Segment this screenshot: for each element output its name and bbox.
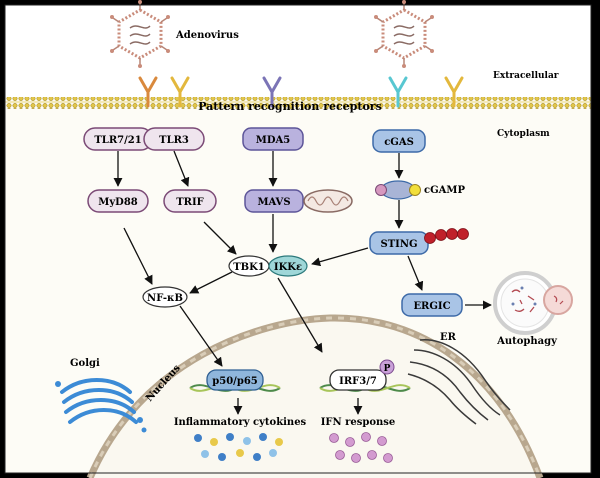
cgas-box [372, 129, 426, 153]
arrows [113, 150, 492, 415]
arrow-tbk1-nfkb [189, 271, 233, 294]
myd88-box [87, 189, 149, 213]
ikke-label: IKKε [274, 262, 302, 273]
ifn-dots-icon [329, 432, 393, 463]
myd88-label: MyD88 [98, 197, 138, 208]
autophagy-label: Autophagy [496, 336, 558, 347]
irf37-label: IRF3/7 [339, 376, 377, 387]
cgamp-molecule [375, 180, 421, 200]
golgi-icon [55, 378, 147, 433]
sting-label: STING [380, 239, 417, 250]
phospho-label: P [384, 364, 391, 374]
ikke-node [268, 255, 308, 277]
er-icon [407, 339, 511, 425]
arrow-sting-ergic [407, 255, 424, 291]
arrow-tlr3-trif [173, 150, 190, 187]
arrow-trif-tbk1 [203, 221, 237, 255]
arrow-tbk1-irf37 [277, 277, 323, 353]
tbk1-label: TBK1 [233, 262, 265, 273]
ergic-box [401, 293, 463, 317]
nucleus-envelope [86, 314, 544, 478]
cytokine-dots-icon [194, 433, 283, 461]
nfkb-node [142, 286, 188, 308]
mavs-box [244, 189, 304, 213]
golgi-label: Golgi [70, 358, 100, 369]
adenovirus-label: Adenovirus [175, 30, 239, 41]
inflammatory-cytokines-label: Inflammatory cytokines [174, 417, 307, 428]
mitochondria-icon [303, 189, 353, 213]
mavs-label: MAVS [257, 197, 290, 208]
er-label: ER [440, 332, 457, 343]
mda5-box [242, 127, 304, 151]
tlr3-box [143, 127, 205, 151]
trif-label: TRIF [176, 197, 204, 208]
trif-box [163, 189, 217, 213]
receptor-icon [138, 76, 464, 108]
irf37-box [329, 369, 387, 391]
extracellular-label: Extracellular [493, 71, 559, 81]
mda5-label: MDA5 [256, 135, 291, 146]
virus-icon [110, 0, 170, 68]
cytoplasm-label: Cytoplasm [497, 129, 550, 139]
ifn-response-label: IFN response [321, 417, 396, 428]
extracellular-region [5, 5, 591, 97]
tlr3-label: TLR3 [159, 135, 189, 146]
tlr721-label: TLR7/21 [94, 135, 141, 146]
autophagosome-icon [493, 271, 573, 335]
polyubiquitin-icon [424, 228, 469, 244]
cgas-label: cGAS [384, 137, 414, 148]
cgamp-label: cGAMP [424, 185, 465, 196]
ergic-label: ERGIC [413, 301, 450, 312]
arrow-nfkb-p50p65 [179, 305, 223, 367]
phospho-badge [379, 359, 395, 375]
p50p65-box [206, 369, 264, 391]
p50p65-label: p50/p65 [212, 376, 258, 387]
nfkb-label: NF-κB [147, 293, 183, 304]
arrow-sting-ikke [311, 247, 369, 267]
virus-icon [374, 0, 434, 68]
arrow-myd88-nfkb [123, 227, 153, 285]
panel-frame [4, 4, 592, 474]
prr-label: Pattern recognition receptors [198, 100, 382, 113]
plasma-membrane [5, 97, 591, 109]
